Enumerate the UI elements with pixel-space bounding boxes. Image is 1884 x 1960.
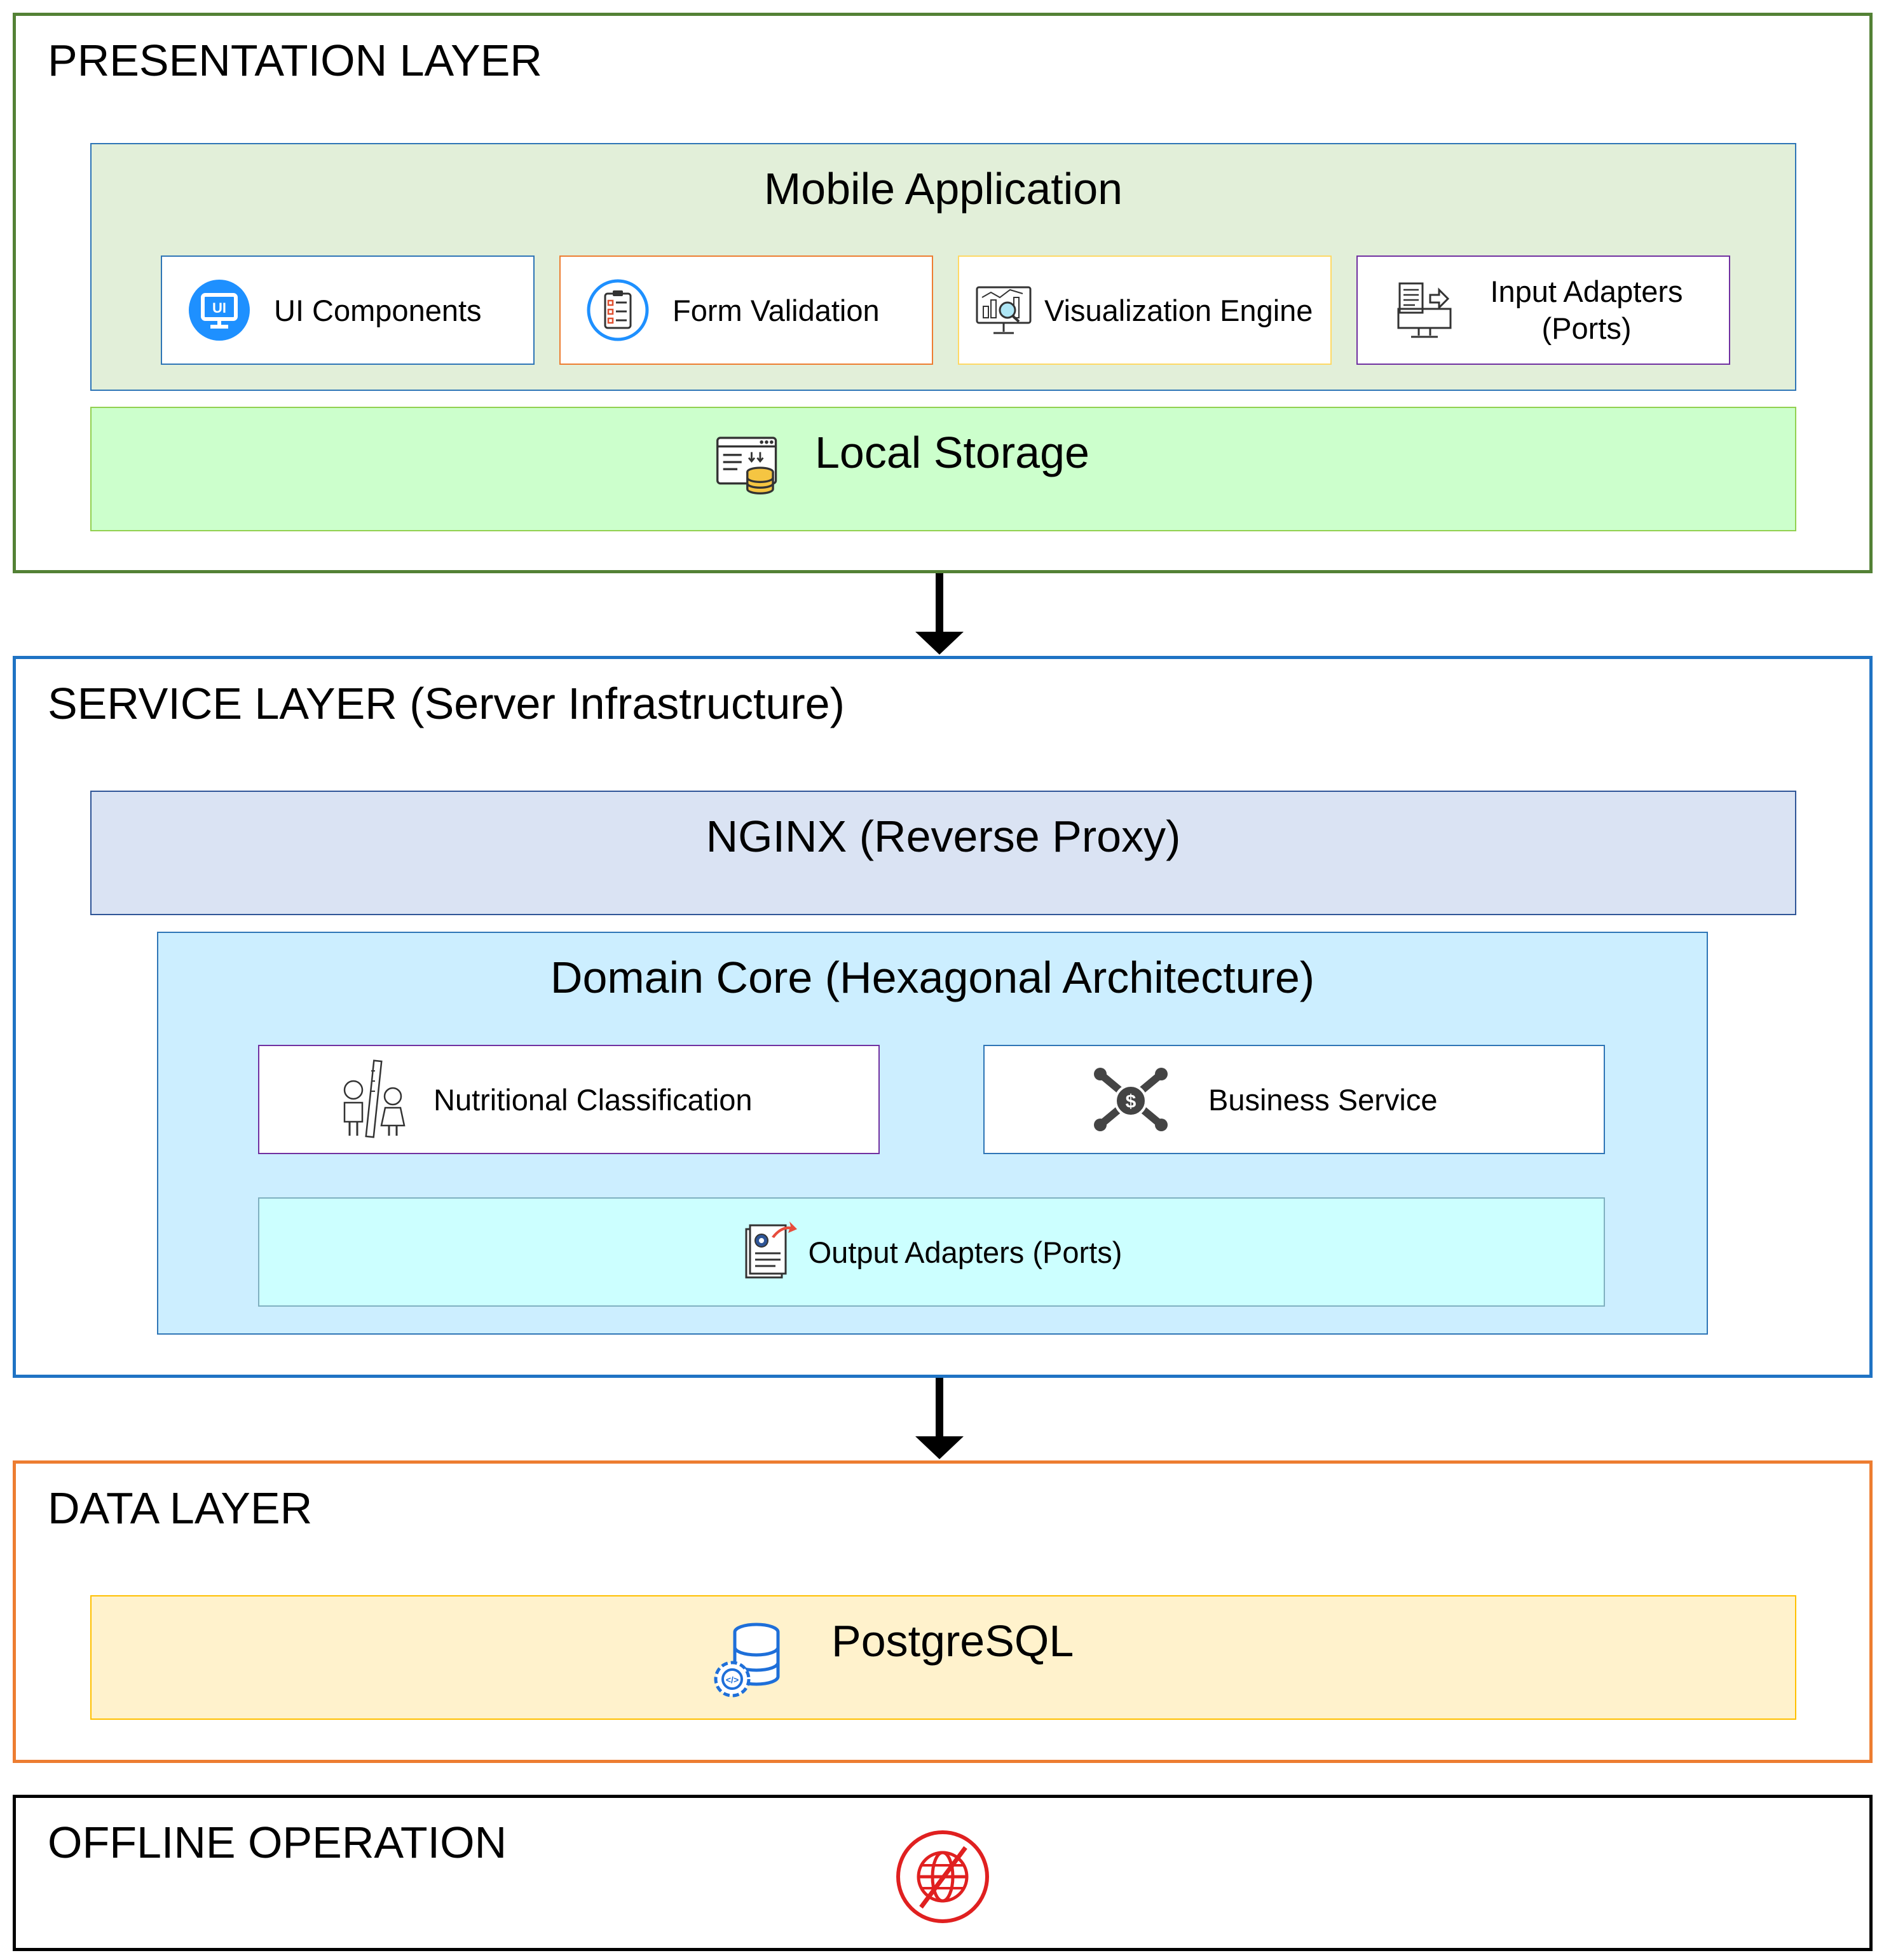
svg-text:$: $ bbox=[1126, 1091, 1137, 1112]
input-adapters-label: Input Adapters (Ports) bbox=[1457, 273, 1716, 347]
form-validation-box: Form Validation bbox=[559, 255, 933, 365]
output-adapters-box: Output Adapters (Ports) bbox=[258, 1197, 1605, 1307]
local-storage-label: Local Storage bbox=[815, 428, 1089, 477]
chart-magnifier-icon bbox=[972, 278, 1035, 342]
storage-database-icon bbox=[713, 432, 784, 503]
nginx-label: NGINX (Reverse Proxy) bbox=[706, 812, 1181, 861]
business-service-label: Business Service bbox=[1208, 1082, 1438, 1117]
visualization-engine-box: Visualization Engine bbox=[958, 255, 1332, 365]
offline-operation-title: OFFLINE OPERATION bbox=[48, 1818, 507, 1867]
no-internet-globe-icon bbox=[894, 1828, 991, 1925]
nginx-box: NGINX (Reverse Proxy) bbox=[90, 791, 1796, 915]
local-storage-box: Local Storage bbox=[90, 407, 1796, 531]
postgresql-label: PostgreSQL bbox=[831, 1616, 1074, 1666]
svg-text:</>: </> bbox=[726, 1675, 739, 1685]
input-adapters-label-line2: (Ports) bbox=[1541, 311, 1632, 345]
ui-components-box: UI UI Components bbox=[161, 255, 535, 365]
clipboard-checklist-icon bbox=[586, 278, 650, 342]
wrenches-dollar-icon: $ bbox=[1091, 1068, 1170, 1131]
nutritional-classification-box: Nutritional Classification bbox=[258, 1045, 880, 1154]
mobile-application-title: Mobile Application bbox=[763, 164, 1123, 214]
input-adapters-label-line1: Input Adapters bbox=[1490, 275, 1683, 308]
visualization-engine-label: Visualization Engine bbox=[1044, 293, 1313, 327]
input-adapter-icon bbox=[1393, 278, 1457, 342]
children-measuring-icon bbox=[338, 1058, 408, 1141]
form-validation-label: Form Validation bbox=[672, 293, 880, 327]
data-layer-title: DATA LAYER bbox=[48, 1483, 313, 1533]
document-export-icon bbox=[741, 1220, 798, 1284]
presentation-layer-title: PRESENTATION LAYER bbox=[48, 36, 542, 85]
nutritional-classification-label: Nutritional Classification bbox=[433, 1082, 753, 1117]
ui-components-label: UI Components bbox=[274, 293, 482, 327]
ui-monitor-icon: UI bbox=[188, 278, 251, 342]
svg-text:UI: UI bbox=[212, 300, 226, 316]
database-gear-icon: </> bbox=[709, 1621, 788, 1703]
arrow-presentation-to-service bbox=[915, 573, 964, 656]
postgresql-box: </> PostgreSQL bbox=[90, 1595, 1796, 1720]
business-service-box: $ Business Service bbox=[983, 1045, 1605, 1154]
service-layer-title: SERVICE LAYER (Server Infrastructure) bbox=[48, 679, 845, 728]
arrow-service-to-data bbox=[915, 1378, 964, 1460]
domain-core-title: Domain Core (Hexagonal Architecture) bbox=[550, 953, 1315, 1002]
output-adapters-label: Output Adapters (Ports) bbox=[808, 1235, 1123, 1269]
offline-operation-layer: OFFLINE OPERATION bbox=[13, 1795, 1873, 1951]
input-adapters-box: Input Adapters (Ports) bbox=[1356, 255, 1730, 365]
